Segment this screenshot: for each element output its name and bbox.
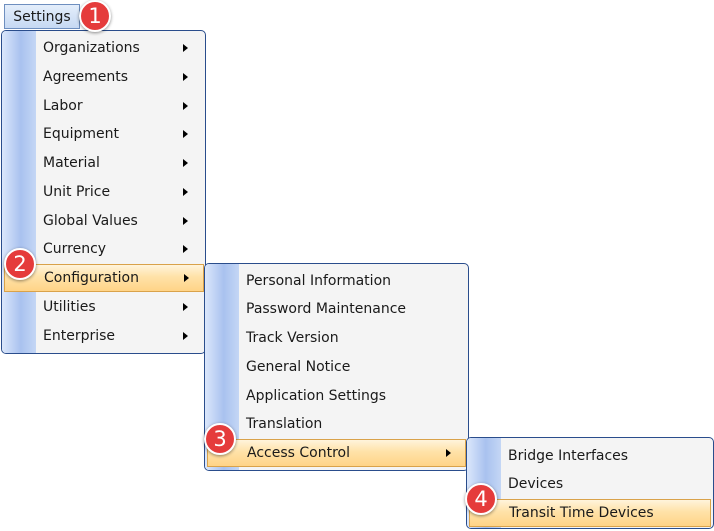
menu-item-devices[interactable]: Devices — [467, 470, 713, 498]
menu-item-agreements[interactable]: Agreements — [2, 63, 205, 91]
submenu-arrow-icon — [183, 73, 188, 81]
submenu-arrow-icon — [183, 332, 188, 340]
menu-item-label: Unit Price — [43, 184, 111, 200]
settings-dropdown-menu: Organizations Agreements Labor Equipment… — [1, 30, 206, 354]
menu-item-label: Bridge Interfaces — [508, 448, 629, 464]
menu-item-material[interactable]: Material — [2, 149, 205, 177]
access-control-submenu: Bridge Interfaces Devices Transit Time D… — [466, 437, 714, 529]
submenu-arrow-icon — [183, 159, 188, 167]
menu-item-label: Application Settings — [246, 388, 387, 404]
submenu-arrow-icon — [183, 44, 188, 52]
submenu-arrow-icon — [183, 102, 188, 110]
menu-item-label: Enterprise — [43, 328, 116, 344]
menu-item-label: General Notice — [246, 359, 351, 375]
menu-item-label: Configuration — [44, 270, 139, 286]
menu-item-label: Track Version — [246, 330, 339, 346]
step-badge-1: 1 — [79, 0, 111, 32]
menu-item-organizations[interactable]: Organizations — [2, 34, 205, 62]
menu-item-label: Password Maintenance — [246, 301, 407, 317]
menu-item-configuration[interactable]: Configuration — [4, 264, 204, 292]
menu-item-global-values[interactable]: Global Values — [2, 207, 205, 235]
configuration-submenu: Personal Information Password Maintenanc… — [204, 263, 469, 471]
step-badge-2: 2 — [4, 248, 36, 280]
menu-item-label: Agreements — [43, 69, 129, 85]
step-badge-4: 4 — [465, 483, 497, 515]
menu-item-personal-information[interactable]: Personal Information — [205, 267, 468, 295]
submenu-arrow-icon — [183, 245, 188, 253]
menu-item-label: Labor — [43, 98, 83, 114]
menu-item-label: Personal Information — [246, 273, 392, 289]
submenu-arrow-icon — [183, 130, 188, 138]
menu-item-label: Utilities — [43, 299, 96, 315]
menu-item-label: Transit Time Devices — [509, 505, 654, 521]
submenu-arrow-icon — [183, 303, 188, 311]
menu-item-label: Access Control — [247, 445, 350, 461]
menu-item-enterprise[interactable]: Enterprise — [2, 322, 205, 350]
submenu-arrow-icon — [446, 449, 451, 457]
menu-item-label: Global Values — [43, 213, 138, 229]
menu-item-general-notice[interactable]: General Notice — [205, 353, 468, 381]
submenu-arrow-icon — [184, 274, 189, 282]
menu-item-access-control[interactable]: Access Control — [207, 439, 466, 467]
menu-item-label: Material — [43, 155, 100, 171]
menu-item-transit-time-devices[interactable]: Transit Time Devices — [469, 499, 711, 527]
submenu-arrow-icon — [183, 188, 188, 196]
step-badge-3: 3 — [204, 423, 236, 455]
menu-item-label: Equipment — [43, 126, 119, 142]
settings-menu-button[interactable]: Settings — [4, 4, 80, 29]
menu-item-currency[interactable]: Currency — [2, 235, 205, 263]
menu-item-label: Translation — [246, 416, 323, 432]
menu-item-label: Organizations — [43, 40, 140, 56]
menu-item-bridge-interfaces[interactable]: Bridge Interfaces — [467, 442, 713, 470]
menu-item-label: Currency — [43, 241, 107, 257]
menu-item-translation[interactable]: Translation — [205, 410, 468, 438]
menu-item-track-version[interactable]: Track Version — [205, 324, 468, 352]
menu-item-unit-price[interactable]: Unit Price — [2, 178, 205, 206]
menu-item-utilities[interactable]: Utilities — [2, 293, 205, 321]
menu-item-label: Devices — [508, 476, 564, 492]
menu-item-application-settings[interactable]: Application Settings — [205, 382, 468, 410]
menu-item-labor[interactable]: Labor — [2, 92, 205, 120]
menu-item-password-maintenance[interactable]: Password Maintenance — [205, 295, 468, 323]
menu-item-equipment[interactable]: Equipment — [2, 120, 205, 148]
submenu-arrow-icon — [183, 217, 188, 225]
menu-icon-strip — [2, 31, 36, 353]
settings-menu-label: Settings — [13, 8, 71, 25]
